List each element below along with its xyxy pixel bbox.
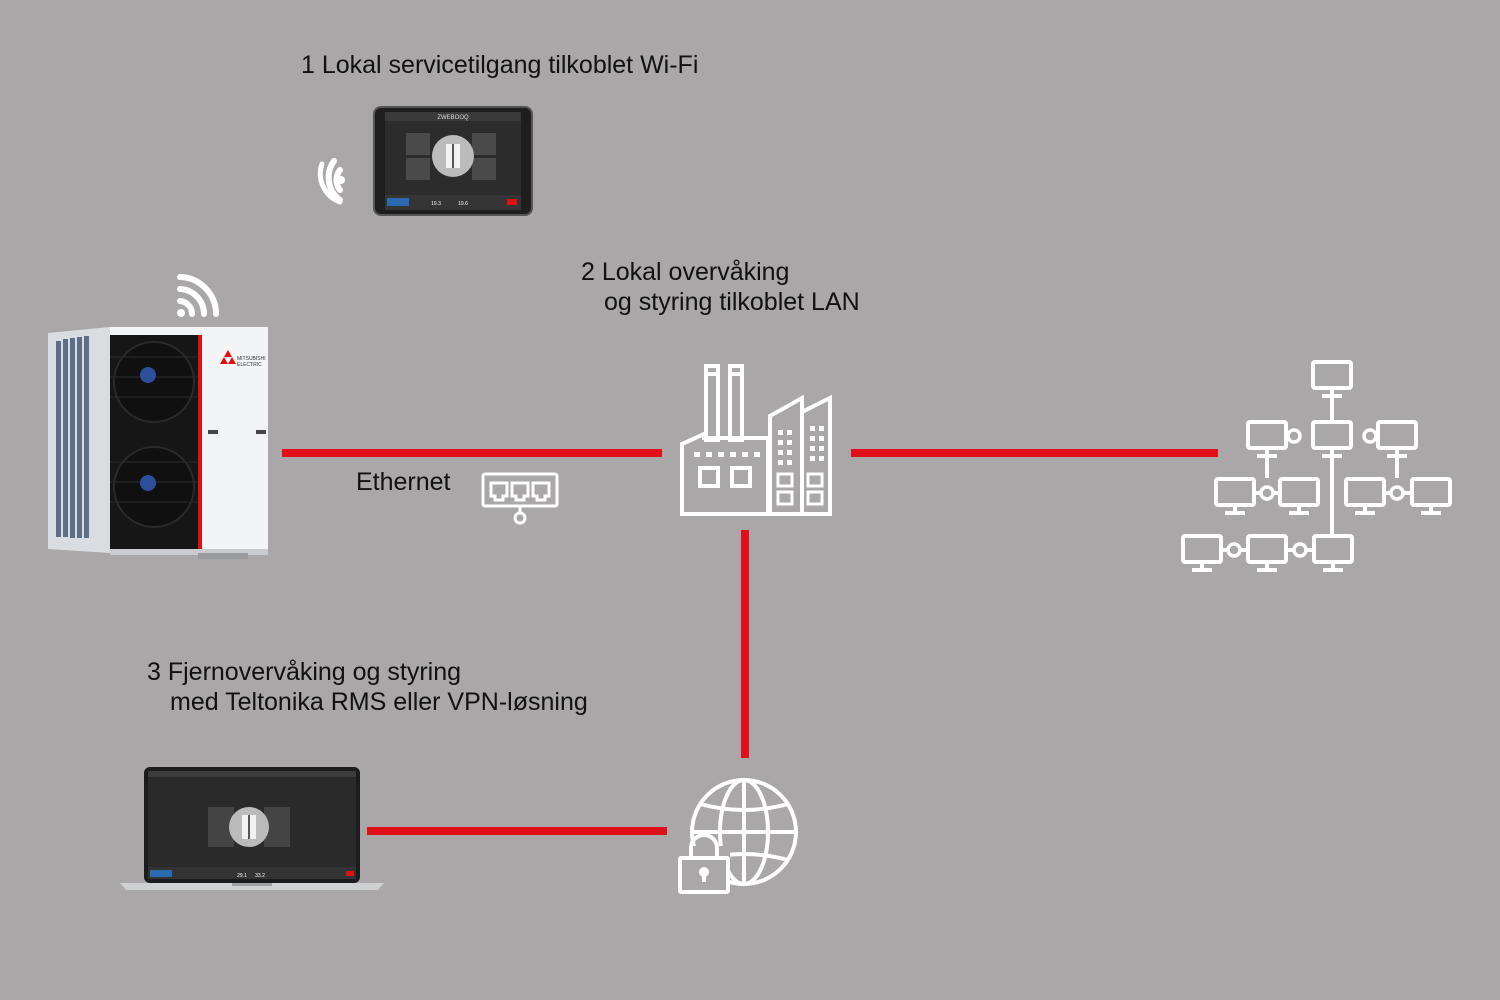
wifi-icon	[174, 272, 222, 320]
tablet-reading-2: 19.6	[458, 201, 468, 207]
link-laptop-to-internet	[367, 827, 667, 835]
heat-pump-unit: MITSUBISHI ELECTRIC	[48, 327, 272, 559]
link-building-to-network	[851, 449, 1218, 457]
brand-line1: MITSUBISHI	[237, 356, 266, 362]
ethernet-port-icon	[481, 472, 561, 528]
brand-line2: ELECTRIC	[237, 362, 262, 368]
tablet-title: ZWEBOOQ	[437, 115, 469, 121]
tablet-device: ZWEBOOQ 19.3 19.6	[373, 106, 533, 216]
label-local-lan-line1: 2 Lokal overvåking	[581, 258, 790, 286]
laptop-device: 29.1 33.2	[120, 767, 384, 891]
secure-globe-icon	[674, 776, 802, 898]
link-unit-to-building	[282, 449, 662, 457]
link-building-to-internet	[741, 530, 749, 758]
laptop-reading-2: 33.2	[255, 873, 265, 879]
factory-icon	[678, 360, 834, 518]
network-topology-icon	[1180, 358, 1454, 578]
tablet-reading-1: 19.3	[431, 201, 441, 207]
laptop-reading-1: 29.1	[237, 873, 247, 879]
label-local-lan-line2: og styring tilkoblet LAN	[604, 288, 860, 316]
label-remote-line2: med Teltonika RMS eller VPN-løsning	[170, 688, 588, 716]
label-local-wifi: 1 Lokal servicetilgang tilkoblet Wi-Fi	[301, 51, 699, 79]
label-remote-line1: 3 Fjernovervåking og styring	[147, 658, 462, 686]
label-ethernet: Ethernet	[356, 468, 451, 496]
wifi-icon	[300, 156, 350, 206]
